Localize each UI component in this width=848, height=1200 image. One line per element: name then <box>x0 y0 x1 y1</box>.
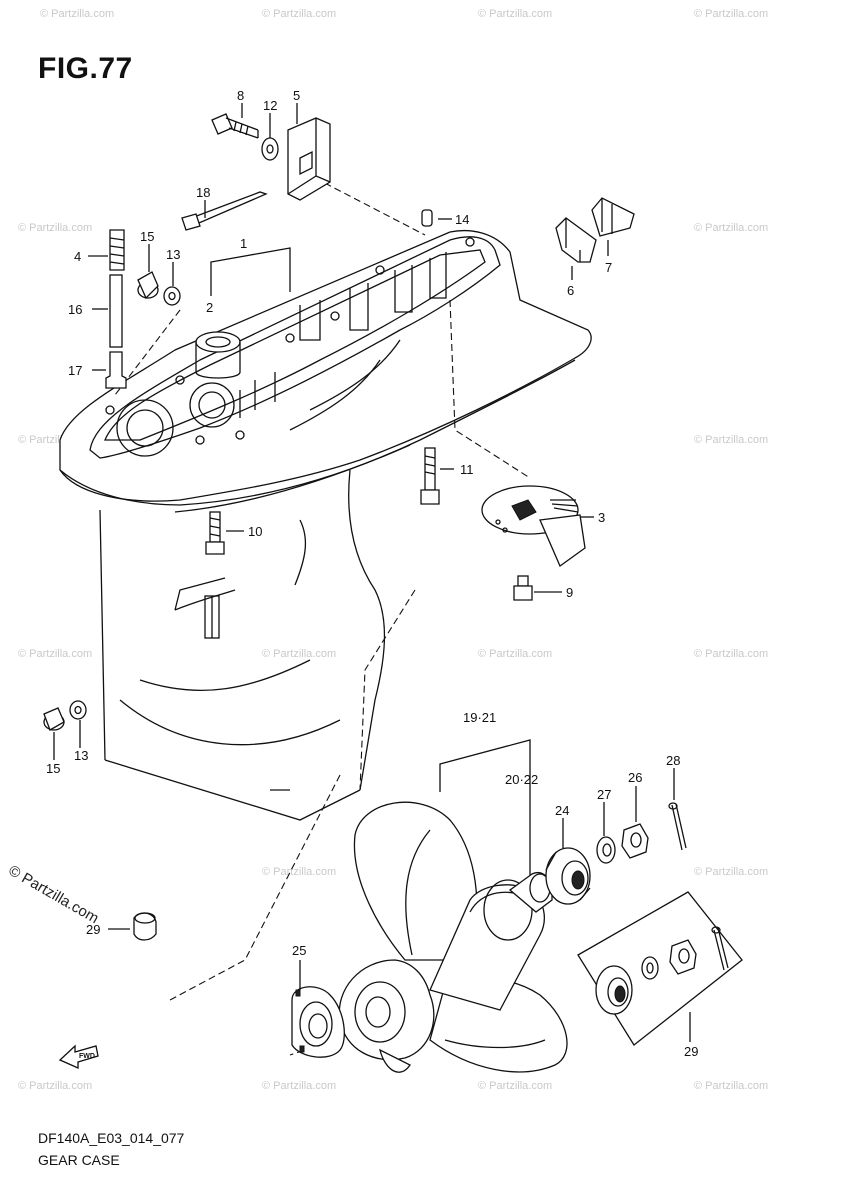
callout-2: 2 <box>206 300 213 315</box>
callout-5: 5 <box>293 88 300 103</box>
callout-17: 17 <box>68 363 82 378</box>
bolt-9 <box>513 575 533 601</box>
callout-15-lower: 15 <box>46 761 60 776</box>
figure-name: GEAR CASE <box>38 1152 120 1168</box>
callout-28: 29 <box>86 922 100 937</box>
washer-26 <box>596 836 616 864</box>
callout-7: 7 <box>605 260 612 275</box>
gear-case-housing <box>59 229 592 821</box>
callout-18: 18 <box>196 185 210 200</box>
thrust-washer-24 <box>291 986 345 1058</box>
callout-9: 9 <box>566 585 573 600</box>
cover-7 <box>591 197 635 237</box>
bolt-8 <box>211 113 259 139</box>
watermark: © Partzilla.com <box>694 434 769 446</box>
bolt-10 <box>205 511 225 555</box>
watermark: © Partzilla.com <box>694 222 769 234</box>
callout-11: 11 <box>460 462 474 477</box>
leader-lines <box>114 177 531 1056</box>
fwd-arrow-icon: FWD <box>58 1044 99 1070</box>
callout-27: 28 <box>666 753 680 768</box>
watermark: © Partzilla.com <box>40 8 115 20</box>
cotter-pin-27 <box>668 802 687 851</box>
callout-24: 25 <box>292 943 306 958</box>
cover-6 <box>555 217 597 263</box>
watermark: © Partzilla.com <box>478 1080 553 1092</box>
callout-6: 6 <box>567 283 574 298</box>
figure-title: FIG.77 <box>38 52 133 85</box>
washer-12 <box>261 137 279 161</box>
callout-15: 15 <box>140 229 154 244</box>
callout-4: 4 <box>74 249 81 264</box>
watermark: © Partzilla.com <box>478 648 553 660</box>
callout-13-lower: 13 <box>74 748 88 763</box>
callout-labels: 8 12 5 18 14 1 4 15 13 7 6 2 16 17 11 3 … <box>46 88 698 1059</box>
gasket-13-upper <box>163 286 181 306</box>
watermark: © Partzilla.com <box>694 1080 769 1092</box>
dowel-pin-14 <box>421 209 433 227</box>
watermark: © Partzilla.com <box>694 8 769 20</box>
callout-8: 8 <box>237 88 244 103</box>
rod-16 <box>109 274 123 348</box>
watermark: © Partzilla.com <box>478 8 553 20</box>
trim-tab-3 <box>481 485 586 567</box>
callout-10: 10 <box>248 524 262 539</box>
callout-1: 1 <box>240 236 247 251</box>
callout-14: 14 <box>455 212 469 227</box>
kit-29 <box>577 891 743 1046</box>
watermark: © Partzilla.com <box>262 648 337 660</box>
plug-15-lower <box>43 707 65 731</box>
bolt-11 <box>420 447 440 505</box>
callout-26: 27 <box>597 787 611 802</box>
fwd-arrow-label: FWD <box>79 1053 95 1060</box>
callout-25: 26 <box>628 770 642 785</box>
watermark: © Partzilla.com <box>18 1080 93 1092</box>
plug-15-upper <box>137 271 159 300</box>
cable-tie-18 <box>181 191 268 231</box>
callout-29: 29 <box>684 1044 698 1059</box>
gasket-13-lower <box>69 700 87 720</box>
nipple-17 <box>105 351 127 389</box>
castle-nut-25 <box>621 823 649 859</box>
callout-19-21: 19·21 <box>463 710 496 725</box>
callout-20-22: 20·22 <box>505 772 538 787</box>
callout-12: 12 <box>263 98 277 113</box>
callout-16: 16 <box>68 302 82 317</box>
watermark: © Partzilla.com <box>18 222 93 234</box>
spacer-23 <box>545 847 591 905</box>
propeller <box>338 801 568 1073</box>
drawing-code: DF140A_E03_014_077 <box>38 1130 185 1146</box>
callout-23: 24 <box>555 803 569 818</box>
anode-5 <box>287 117 331 201</box>
watermark: © Partzilla.com <box>262 1080 337 1092</box>
cap-28 <box>133 912 157 941</box>
stud-4 <box>109 229 125 271</box>
callout-13: 13 <box>166 247 180 262</box>
callout-3: 3 <box>598 510 605 525</box>
watermark: © Partzilla.com <box>262 8 337 20</box>
watermark: © Partzilla.com <box>262 866 337 878</box>
watermark: © Partzilla.com <box>694 866 769 878</box>
watermark: © Partzilla.com <box>18 648 93 660</box>
watermark: © Partzilla.com <box>694 648 769 660</box>
